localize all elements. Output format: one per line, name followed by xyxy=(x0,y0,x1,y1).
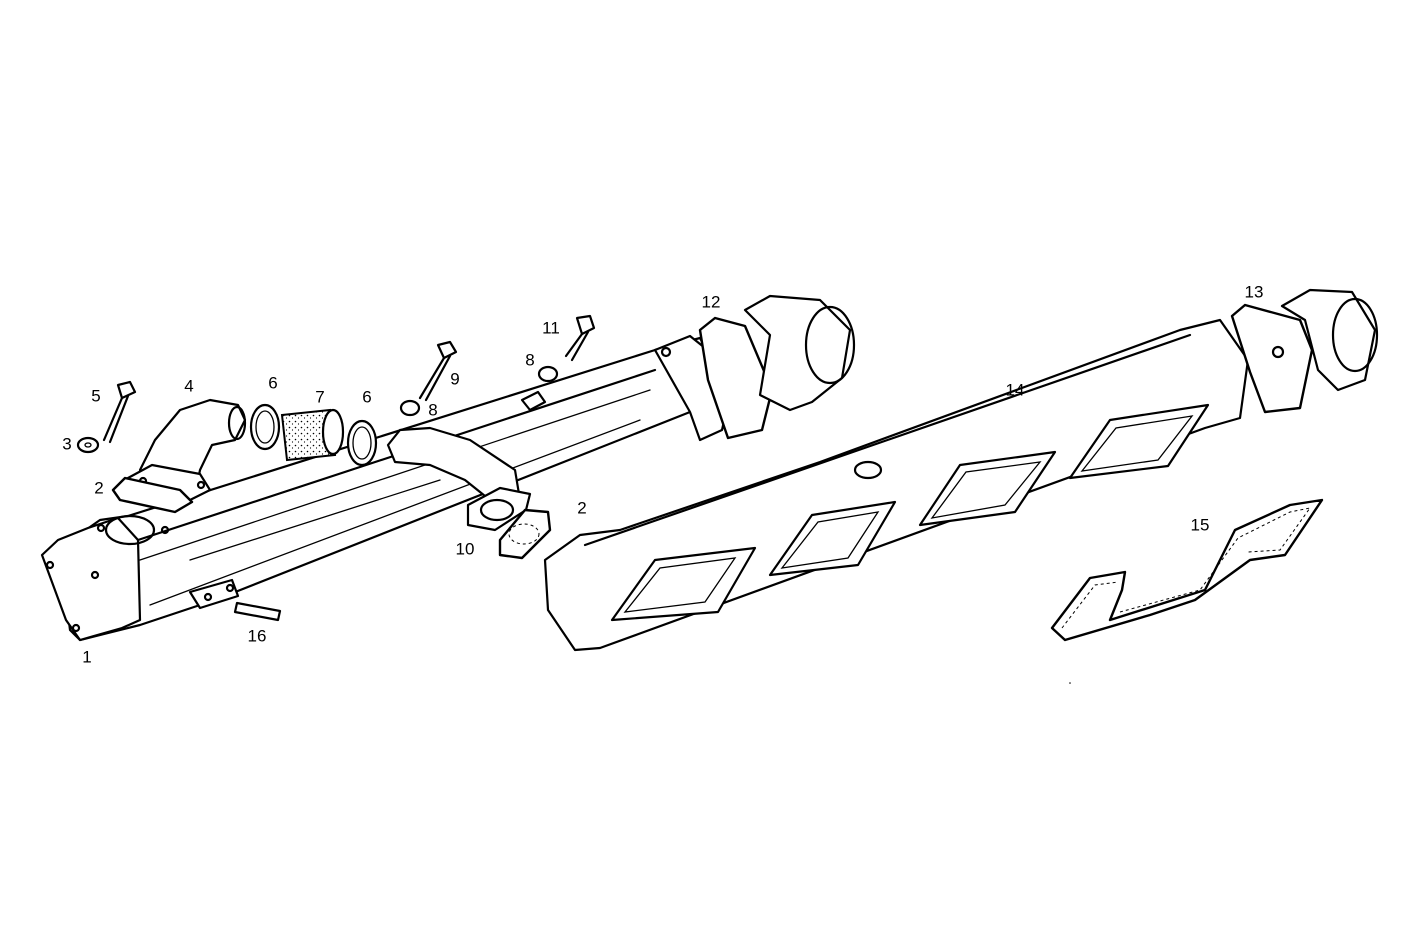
callout-14: 14 xyxy=(1005,380,1025,400)
manifold-ports xyxy=(610,403,1210,622)
callout-12: 12 xyxy=(701,292,721,312)
bolt-11 xyxy=(564,314,596,362)
callout-2: 2 xyxy=(94,478,104,498)
hose xyxy=(280,408,345,462)
bolt-5 xyxy=(102,380,137,444)
callout-13: 13 xyxy=(1244,282,1264,302)
callout-2b: 2 xyxy=(577,498,587,518)
callout-7: 7 xyxy=(315,387,325,407)
gasket-outlet-front xyxy=(698,316,774,440)
washer-8a xyxy=(399,399,421,417)
manifold-gasket xyxy=(1050,498,1324,642)
outlet-flange-front xyxy=(743,294,856,412)
washer-3 xyxy=(76,436,100,454)
callout-1: 1 xyxy=(82,647,92,667)
gasket-elbow xyxy=(111,476,194,514)
stray-mark xyxy=(1069,682,1071,684)
hose-clamp-2 xyxy=(346,419,378,467)
gasket-outlet-rear xyxy=(1230,303,1314,414)
hose-clamp-1 xyxy=(249,403,281,451)
outlet-flange-rear xyxy=(1280,288,1379,392)
callout-5: 5 xyxy=(91,386,101,406)
bolt-9 xyxy=(418,340,458,402)
stud-16 xyxy=(233,601,282,622)
callout-4: 4 xyxy=(184,376,194,396)
outlet-pipe-with-flange xyxy=(386,426,532,532)
callout-6: 6 xyxy=(268,373,278,393)
callout-9: 9 xyxy=(450,369,460,389)
callout-8: 8 xyxy=(428,400,438,420)
callout-16: 16 xyxy=(247,626,267,646)
callout-3: 3 xyxy=(62,434,72,454)
exhaust-manifold-rear xyxy=(543,318,1250,652)
washer-8b xyxy=(537,365,559,383)
callout-15: 15 xyxy=(1190,515,1210,535)
callout-8b: 8 xyxy=(525,350,535,370)
callout-6b: 6 xyxy=(362,387,372,407)
gasket-flange xyxy=(498,508,552,560)
callout-11: 11 xyxy=(542,318,560,338)
callout-10: 10 xyxy=(455,539,475,559)
